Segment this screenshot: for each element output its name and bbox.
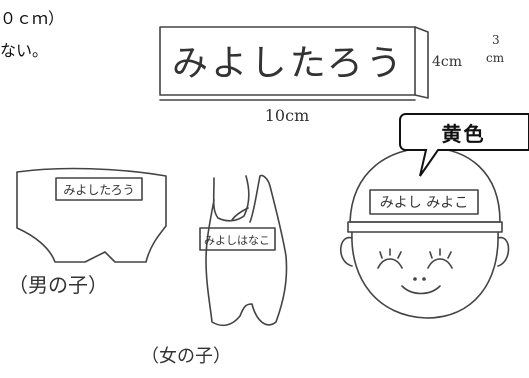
callout-bubble [399, 113, 529, 177]
right-ear [497, 237, 510, 267]
pants-caption: （男の子） [8, 273, 108, 297]
main-label-box [159, 26, 416, 96]
main-label-height: 4cm [432, 54, 462, 70]
pants-tag-box [55, 177, 143, 201]
cap-brim [347, 221, 503, 233]
mouth [401, 285, 441, 295]
main-label-depth-value: 3 [492, 33, 500, 47]
swimsuit-tag-text: みよしはなこ [204, 234, 270, 247]
face-outline [351, 231, 499, 319]
main-label-depth [414, 26, 429, 99]
swimsuit-tag-box [199, 227, 276, 251]
pants-tag-text: みよしたろう [63, 183, 134, 197]
main-label-width: 10cm [265, 106, 310, 125]
main-label-depth-unit: cm [486, 51, 505, 65]
cap-tag-text: みよし みよこ [380, 195, 468, 211]
cap-tag-box [369, 189, 479, 215]
left-ear [339, 237, 353, 267]
swimsuit-outline [205, 174, 288, 327]
instruction-line-1: ０ｃｍ） [0, 9, 65, 28]
right-eye [427, 258, 453, 269]
instruction-line-2: ない。 [0, 41, 49, 60]
main-label-text: みよしたろう [172, 43, 402, 84]
left-eye [377, 258, 403, 269]
swimsuit-caption: （女の子） [141, 346, 231, 367]
callout-text: 黄色 [441, 121, 486, 146]
pants-outline [16, 167, 167, 263]
color-callout: 黄色 [398, 112, 529, 177]
